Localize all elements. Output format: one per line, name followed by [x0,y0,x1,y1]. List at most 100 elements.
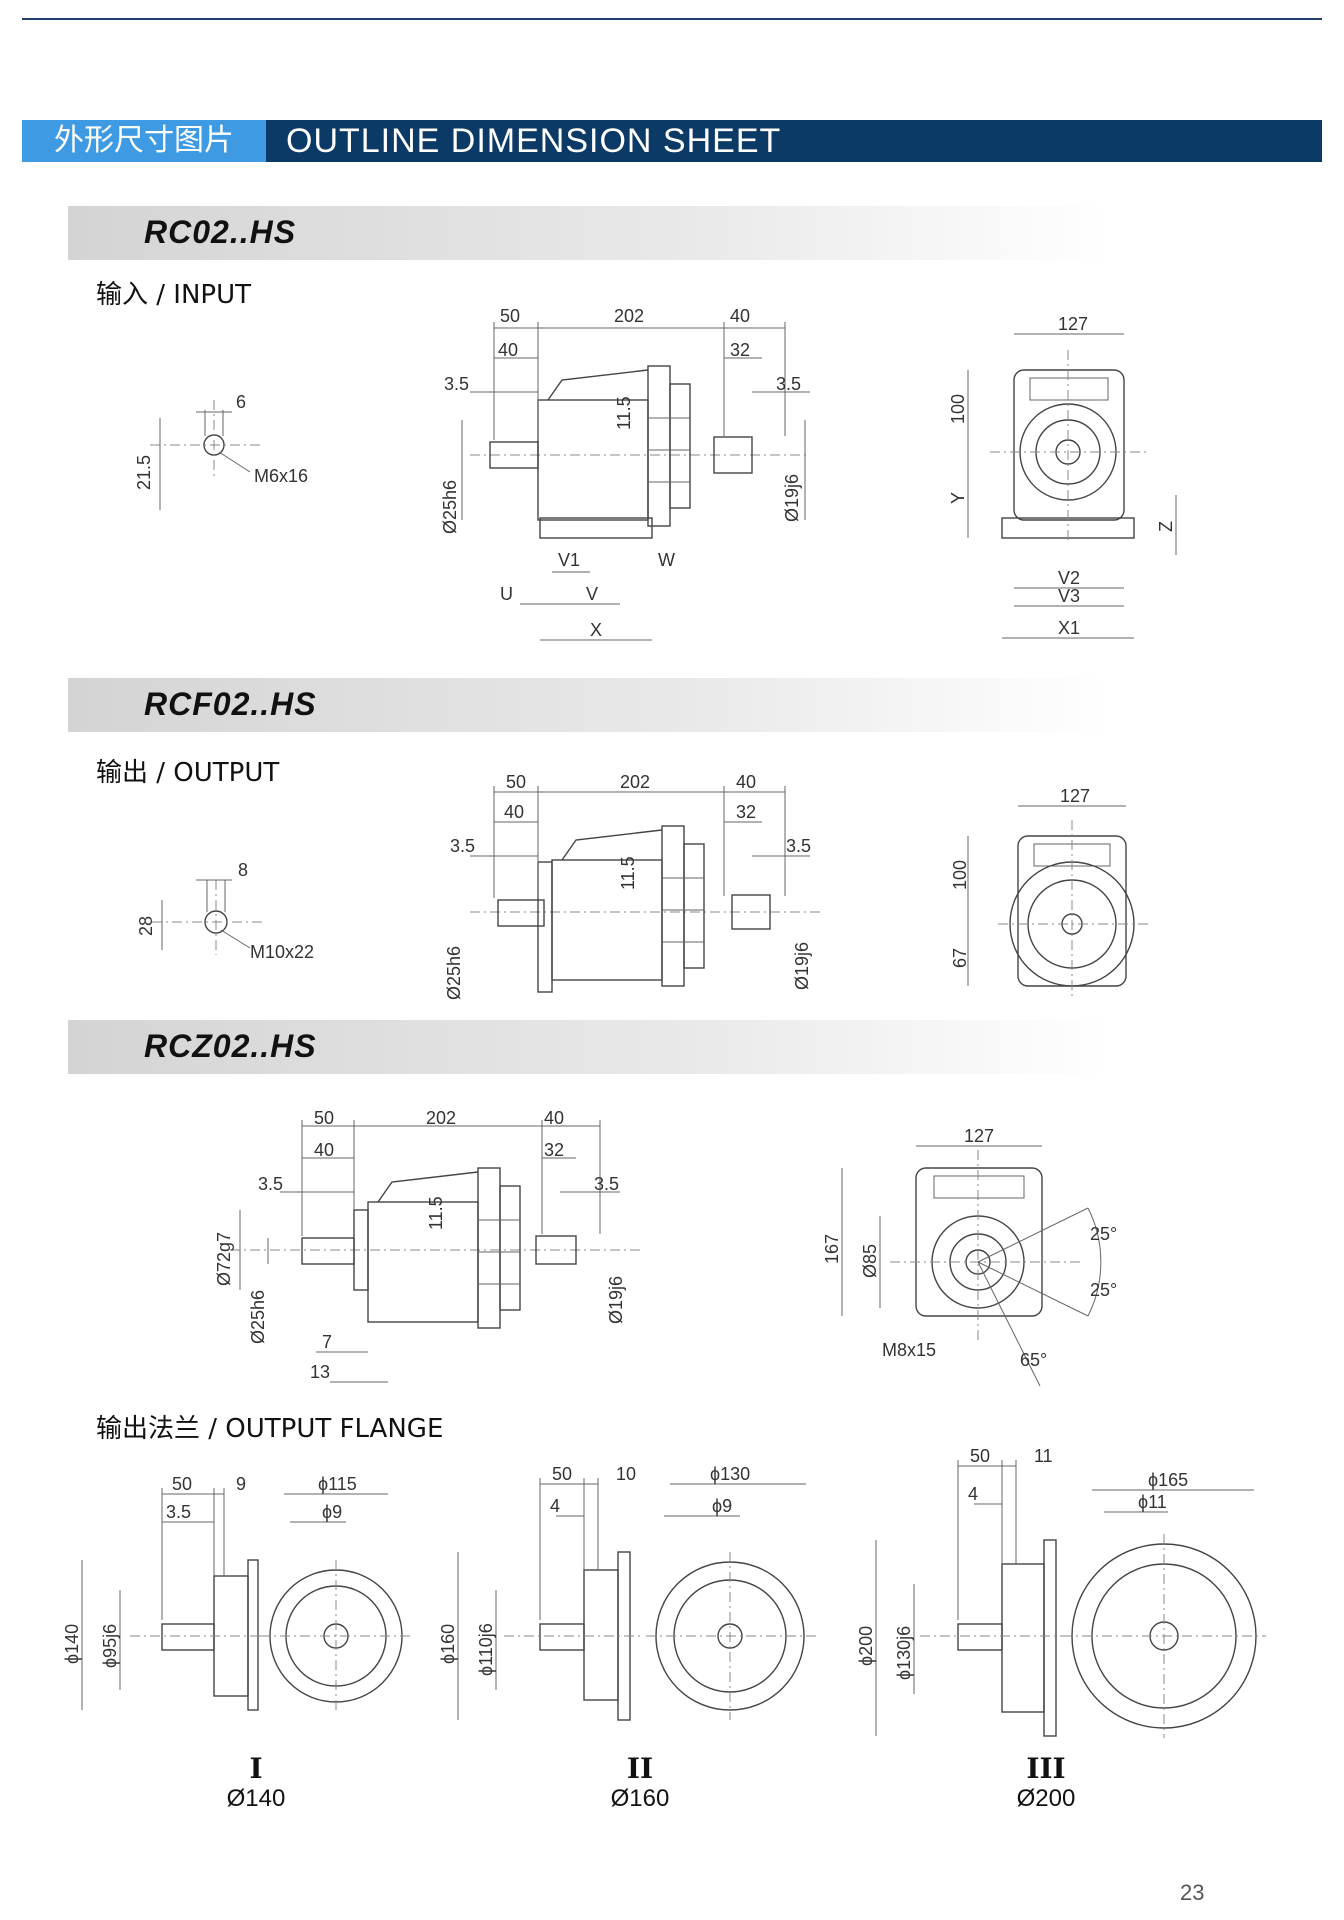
rcz-side-view: 50 202 40 40 32 3.5 3.5 11.5 Ø72g7 Ø25h6… [214,1108,640,1383]
dim-label: ϕ130j6 [894,1626,914,1680]
dim-label: 65° [1020,1350,1047,1370]
dim-label: 50 [172,1474,192,1494]
dim-label: ϕ130 [710,1464,750,1484]
header-title-en: OUTLINE DIMENSION SHEET [266,120,1322,162]
dim-label: 8 [238,860,248,880]
section-bar-rc02: RC02..HS [68,206,1108,260]
dim-label: 21.5 [134,455,154,490]
rcz-front-view: 127 167 Ø85 25° 25° 65° M8x15 [822,1126,1117,1387]
dim-label: ϕ140 [62,1624,82,1664]
dim-label: M6x16 [254,466,308,486]
dim-label: ϕ200 [856,1626,876,1666]
section-bar-rcf02: RCF02..HS [68,678,1108,732]
dim-label: 3.5 [450,836,475,856]
dim-label: 40 [314,1140,334,1160]
flange-roman: II [626,1752,654,1785]
dim-label: ϕ9 [322,1502,342,1522]
dim-label: 40 [736,772,756,792]
dim-label: ϕ115 [318,1474,357,1494]
dim-label: 11.5 [426,1196,446,1230]
dim-label: Ø19j6 [792,942,812,990]
dim-label: 100 [948,394,968,424]
rc-key-detail: 6 M6x16 21.5 [134,392,308,510]
dim-label: 11.5 [618,856,638,890]
dim-label: ϕ165 [1148,1470,1188,1490]
section-title: RC02..HS [144,214,297,250]
dim-label: 11 [1034,1446,1053,1466]
dim-label: 13 [310,1362,330,1382]
dim-label: 28 [136,916,156,936]
dim-label: 40 [504,802,524,822]
flange-I-side: 50 9 3.5 ϕ140 ϕ95j6 [62,1474,270,1711]
dim-label: 3.5 [166,1502,191,1522]
flange-II-front: ϕ130 ϕ9 [646,1464,816,1720]
dim-label: 127 [964,1126,994,1146]
flange-II-side: 50 10 4 ϕ160 ϕ110j6 [438,1464,640,1721]
flange-roman: III [1026,1752,1066,1785]
dim-label: Ø25h6 [248,1290,268,1344]
dim-label: 10 [616,1464,636,1484]
dim-label: 3.5 [258,1174,283,1194]
dim-label: V3 [1058,586,1080,606]
dim-label: 202 [620,772,650,792]
section-subtitle: 输出 / OUTPUT [96,758,280,788]
dim-label: W [658,550,675,570]
dim-label: ϕ110j6 [476,1623,496,1676]
dim-label: 100 [950,860,970,890]
dim-label: 50 [314,1108,334,1128]
flange-III-front: ϕ165 ϕ11 [1062,1470,1266,1738]
dim-label: 50 [970,1446,990,1466]
dim-label: 4 [550,1496,560,1516]
dim-label: M8x15 [882,1340,936,1360]
dim-label: 50 [506,772,526,792]
dim-label: 50 [500,306,520,326]
dim-label: ϕ11 [1138,1492,1167,1512]
dim-label: 40 [730,306,750,326]
rcf-key-detail: 8 M10x22 28 [136,860,314,962]
flange-I-front: ϕ115 ϕ9 [260,1474,410,1712]
dim-label: V [586,584,598,604]
dim-label: ϕ9 [712,1496,732,1516]
dim-label: 3.5 [786,836,811,856]
dim-label: 202 [614,306,644,326]
dim-label: U [500,584,513,604]
dim-label: 6 [236,392,246,412]
flange-diameter: Ø200 [1016,1785,1076,1812]
dim-label: 3.5 [444,374,469,394]
dim-label: V2 [1058,568,1080,588]
dim-label: 167 [822,1234,842,1264]
dim-label: X1 [1058,618,1080,638]
header-title-cn: 外形尺寸图片 [22,120,266,162]
dim-label: Ø25h6 [440,480,460,534]
page-number: 23 [1180,1880,1205,1905]
flange-subtitle: 输出法兰 / OUTPUT FLANGE [96,1414,444,1444]
dim-label: Ø25h6 [444,946,464,1000]
rc-side-view: 50 202 40 40 32 3.5 3.5 11.5 Ø25h6 Ø19j6… [440,306,810,641]
dim-label: 127 [1060,786,1090,806]
dim-label: 202 [426,1108,456,1128]
header-banner: 外形尺寸图片 OUTLINE DIMENSION SHEET [22,120,1322,162]
rcf-front-view: 127 100 67 [950,786,1150,996]
dim-label: Ø85 [860,1244,880,1278]
dim-label: Ø72g7 [214,1232,234,1286]
rcf-side-view: 50 202 40 40 32 3.5 3.5 11.5 Ø25h6 Ø19j6 [444,772,820,1000]
dim-label: 32 [544,1140,564,1160]
dim-label: ϕ160 [438,1624,458,1664]
dim-label: 40 [544,1108,564,1128]
dim-label: Z [1156,521,1176,532]
flange-diameter: Ø140 [226,1785,286,1812]
dim-label: 40 [498,340,518,360]
top-rule [22,18,1322,20]
flange-III-side: 50 11 4 ϕ200 ϕ130j6 [856,1446,1066,1737]
dim-label: Ø19j6 [606,1276,626,1324]
dim-label: 25° [1090,1224,1117,1244]
dim-label: V1 [558,550,580,570]
section-title: RCZ02..HS [144,1028,317,1064]
flange-diameter: Ø160 [610,1785,670,1812]
flange-label-I: I Ø140 [206,1752,306,1813]
dim-label: 9 [236,1474,246,1494]
dim-label: 7 [322,1332,332,1352]
dim-label: 32 [736,802,756,822]
dim-label: M10x22 [250,942,314,962]
